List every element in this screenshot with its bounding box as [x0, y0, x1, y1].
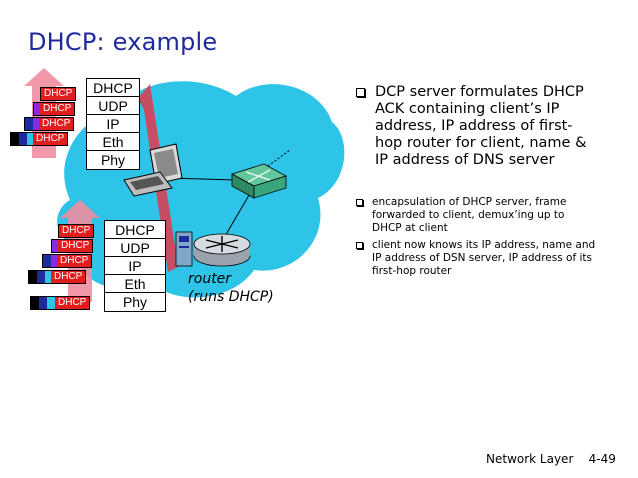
- slide-title: DHCP: example: [28, 28, 218, 56]
- stack-layer-network: IP: [105, 257, 165, 275]
- detail-bullets: encapsulation of DHCP server, frame forw…: [356, 196, 596, 282]
- stack-layer-physical: Phy: [100, 152, 126, 168]
- laptop-icon: [123, 143, 183, 197]
- router-label: router (runs DHCP): [188, 270, 274, 306]
- packet-dhcp-client: DHCP: [40, 87, 77, 101]
- stack-layer-link: Eth: [87, 133, 139, 151]
- router-label-line1: router: [188, 271, 232, 287]
- detail-bullet-text: encapsulation of DHCP server, frame forw…: [372, 196, 567, 234]
- packet-udp-router: DHCP: [51, 239, 94, 253]
- packet-phy-router: DHCP: [30, 296, 91, 310]
- stack-layer-app: DHCP: [87, 79, 139, 97]
- slide-footer: Network Layer 4-49: [486, 452, 616, 466]
- bullet-box-icon: [356, 242, 363, 249]
- packet-dhcp-router: DHCP: [58, 224, 95, 238]
- stack-layer-app: DHCP: [105, 221, 165, 239]
- packet-ip-client: DHCP: [24, 117, 75, 131]
- switch-icon: [230, 163, 288, 199]
- router-protocol-stack: DHCP UDP IP Eth Phy: [104, 220, 166, 312]
- footer-section: Network Layer: [486, 452, 574, 466]
- main-bullet-text: DCP server formulates DHCP ACK containin…: [375, 84, 587, 168]
- stack-layer-transport: UDP: [87, 97, 139, 115]
- stack-layer-physical: Phy: [122, 294, 148, 310]
- stack-layer-network: IP: [87, 115, 139, 133]
- packet-eth-client: DHCP: [10, 132, 69, 146]
- main-bullet: DCP server formulates DHCP ACK containin…: [356, 84, 596, 173]
- server-icon: [175, 231, 193, 267]
- link-switch-router: [223, 189, 253, 239]
- stack-layer-link: Eth: [105, 275, 165, 293]
- bullet-box-icon: [356, 199, 363, 206]
- link-switch-out: [267, 149, 291, 167]
- stack-layer-transport: UDP: [105, 239, 165, 257]
- client-protocol-stack: DHCP UDP IP Eth Phy: [86, 78, 140, 170]
- router-icon: [193, 233, 251, 267]
- packet-udp-client: DHCP: [33, 102, 76, 116]
- router-label-line2: (runs DHCP): [188, 289, 274, 305]
- packet-eth-router: DHCP: [28, 270, 87, 284]
- bullet-box-icon: [356, 88, 365, 97]
- detail-bullet-text: client now knows its IP address, name an…: [372, 239, 596, 277]
- packet-ip-router: DHCP: [42, 254, 93, 268]
- footer-page-number: 4-49: [588, 452, 616, 466]
